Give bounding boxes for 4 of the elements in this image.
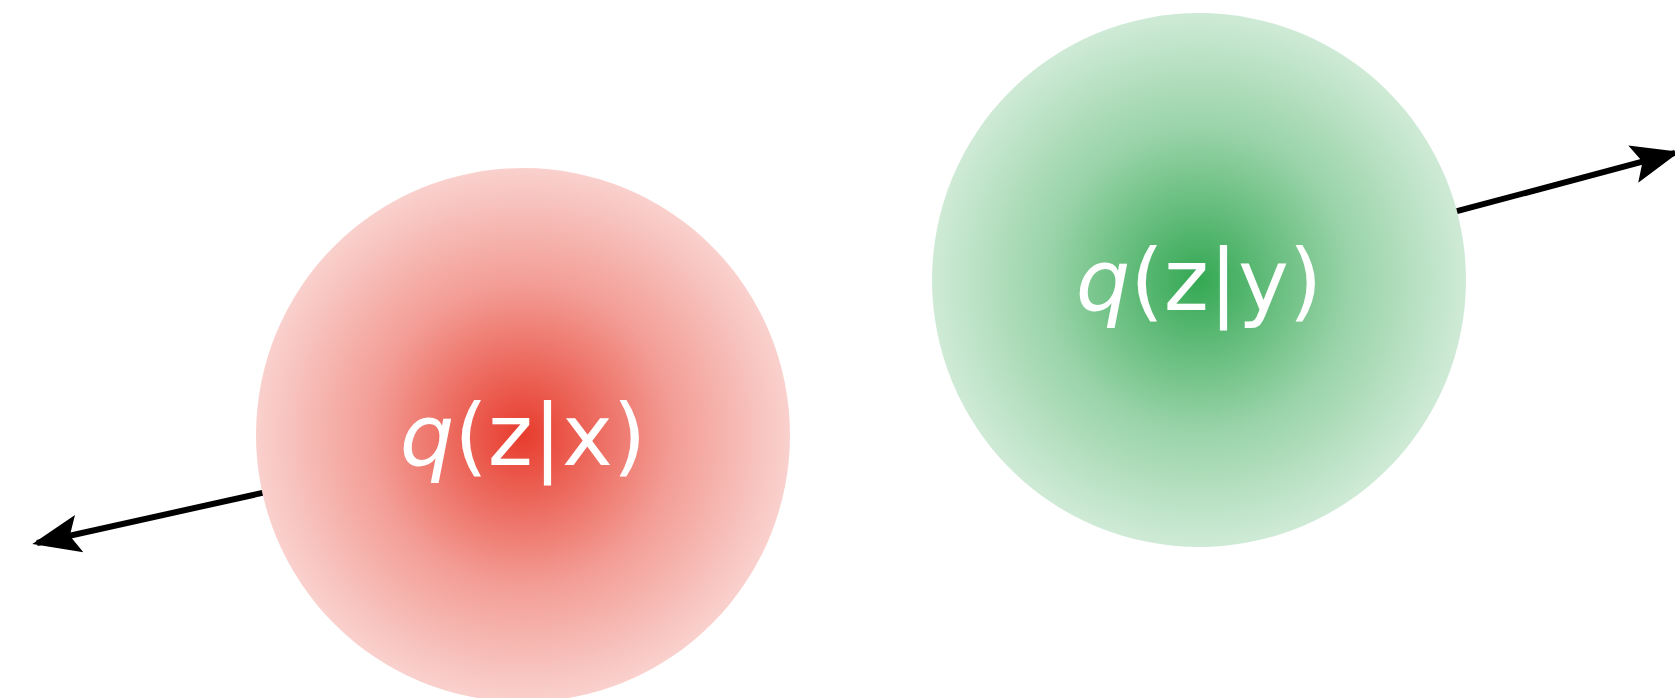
arrow — [1456, 145, 1675, 215]
formula-label: q(z|y) — [1075, 230, 1323, 330]
formula-label: q(z|x) — [399, 385, 647, 485]
arrow — [32, 490, 263, 553]
